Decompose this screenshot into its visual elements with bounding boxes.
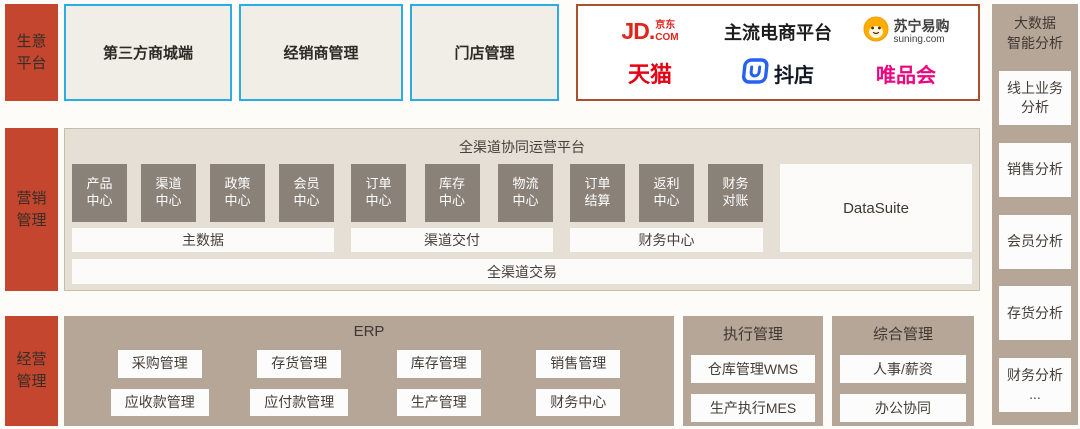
box-third-party-mall: 第三方商城端 bbox=[64, 4, 232, 101]
suning-logo: 苏宁易购 suning.com bbox=[863, 16, 950, 47]
vipshop-logo: 唯品会 bbox=[876, 64, 936, 87]
group-channel-delivery-boxes: 订单 中心 库存 中心 物流 中心 bbox=[351, 164, 553, 222]
box-warehouse-wms: 仓库管理WMS bbox=[691, 355, 815, 383]
box-office-collaboration: 办公协同 bbox=[840, 394, 966, 422]
box-production-mes: 生产执行MES bbox=[691, 394, 815, 422]
suning-lion-icon bbox=[863, 16, 889, 47]
label-channel-delivery: 渠道交付 bbox=[351, 228, 553, 252]
box-sales-management: 销售管理 bbox=[536, 350, 621, 378]
box-finance-reconciliation: 财务 对账 bbox=[708, 164, 763, 222]
rail-business-platform: 生意 平台 bbox=[5, 4, 58, 101]
box-policy-center: 政策 中心 bbox=[210, 164, 265, 222]
doudian-icon bbox=[740, 58, 769, 89]
mainstream-ecommerce-title: 主流电商平台 bbox=[724, 22, 832, 43]
box-stock-analysis: 存货分析 bbox=[999, 286, 1071, 341]
comprehensive-management-panel: 综合管理 人事/薪资 办公协同 bbox=[832, 316, 974, 426]
top-row: 第三方商城端 经销商管理 门店管理 JD. 京东 COM 主流电商平台 bbox=[64, 4, 980, 101]
big-data-analysis-panel: 大数据 智能分析 线上业务 分析 销售分析 会员分析 存货分析 财务分析 ... bbox=[992, 4, 1078, 425]
box-finance-center-erp: 财务中心 bbox=[536, 388, 621, 417]
erp-title: ERP bbox=[353, 323, 385, 340]
omni-channel-transaction-bar: 全渠道交易 bbox=[72, 259, 972, 284]
datasuite-box: DataSuite bbox=[780, 164, 972, 252]
group-finance-center-boxes: 订单 结算 返利 中心 财务 对账 bbox=[570, 164, 763, 222]
erp-grid: 采购管理 存货管理 库存管理 销售管理 应收款管理 应付款管理 生产管理 财务中… bbox=[64, 340, 674, 417]
bottom-row: ERP 采购管理 存货管理 库存管理 销售管理 应收款管理 应付款管理 生产管理… bbox=[64, 316, 980, 426]
erp-panel: ERP 采购管理 存货管理 库存管理 销售管理 应收款管理 应付款管理 生产管理… bbox=[64, 316, 674, 426]
box-order-settlement: 订单 结算 bbox=[570, 164, 625, 222]
box-member-center: 会员 中心 bbox=[279, 164, 334, 222]
box-hr-payroll: 人事/薪资 bbox=[840, 355, 966, 383]
jd-logo-text: JD. bbox=[621, 18, 655, 45]
execution-management-panel: 执行管理 仓库管理WMS 生产执行MES bbox=[683, 316, 823, 426]
box-channel-center: 渠道 中心 bbox=[141, 164, 196, 222]
box-stock-management: 存货管理 bbox=[257, 350, 342, 378]
omni-channel-platform-panel: 全渠道协同运营平台 产品 中心 渠道 中心 政策 中心 会员 中心 主数据 订单… bbox=[64, 128, 980, 291]
group-master-data: 产品 中心 渠道 中心 政策 中心 会员 中心 主数据 bbox=[72, 164, 334, 252]
box-procurement-management: 采购管理 bbox=[117, 350, 202, 378]
box-payables-management: 应付款管理 bbox=[250, 388, 349, 417]
execution-management-title: 执行管理 bbox=[722, 326, 783, 343]
box-inventory-management: 库存管理 bbox=[396, 350, 481, 378]
group-finance-center: 订单 结算 返利 中心 财务 对账 财务中心 bbox=[570, 164, 763, 252]
comprehensive-management-title: 综合管理 bbox=[872, 326, 933, 343]
box-store-management: 门店管理 bbox=[410, 4, 559, 101]
jd-cn-text: 京东 bbox=[655, 20, 676, 32]
box-distributor-management: 经销商管理 bbox=[239, 4, 403, 101]
rail-operations-management: 经营 管理 bbox=[5, 316, 58, 426]
box-receivables-management: 应收款管理 bbox=[110, 388, 209, 417]
label-finance-center: 财务中心 bbox=[570, 228, 763, 252]
big-data-analysis-title: 大数据 智能分析 bbox=[1007, 15, 1063, 52]
jd-logo-stack: 京东 COM bbox=[655, 20, 678, 43]
group-master-data-boxes: 产品 中心 渠道 中心 政策 中心 会员 中心 bbox=[72, 164, 334, 222]
tmall-logo: 天猫 bbox=[627, 62, 672, 88]
box-product-center: 产品 中心 bbox=[72, 164, 127, 222]
jd-logo: JD. 京东 COM bbox=[621, 20, 678, 43]
doudian-text: 抖店 bbox=[774, 64, 814, 87]
suning-text-stack: 苏宁易购 suning.com bbox=[894, 18, 950, 46]
box-online-business-analysis: 线上业务 分析 bbox=[999, 71, 1071, 126]
ecommerce-platforms-box: JD. 京东 COM 主流电商平台 bbox=[576, 4, 980, 101]
suning-en-text: suning.com bbox=[893, 34, 945, 46]
label-master-data: 主数据 bbox=[72, 228, 334, 252]
center-groups-row: 产品 中心 渠道 中心 政策 中心 会员 中心 主数据 订单 中心 库存 中心 … bbox=[72, 164, 972, 252]
jd-com-text: COM bbox=[655, 31, 679, 43]
group-channel-delivery: 订单 中心 库存 中心 物流 中心 渠道交付 bbox=[351, 164, 553, 252]
box-inventory-center: 库存 中心 bbox=[424, 164, 480, 222]
doudian-logo: 抖店 bbox=[740, 58, 814, 89]
omni-channel-platform-title: 全渠道协同运营平台 bbox=[459, 139, 585, 155]
box-rebate-center: 返利 中心 bbox=[639, 164, 694, 222]
rail-marketing-management: 营销 管理 bbox=[5, 128, 58, 291]
box-sales-analysis: 销售分析 bbox=[999, 142, 1071, 197]
box-order-center: 订单 中心 bbox=[351, 164, 406, 222]
suning-cn-text: 苏宁易购 bbox=[893, 17, 950, 34]
box-finance-analysis: 财务分析 ... bbox=[999, 357, 1071, 412]
box-logistics-center: 物流 中心 bbox=[498, 164, 553, 222]
box-member-analysis: 会员分析 bbox=[999, 214, 1071, 269]
box-production-management: 生产管理 bbox=[396, 388, 481, 417]
